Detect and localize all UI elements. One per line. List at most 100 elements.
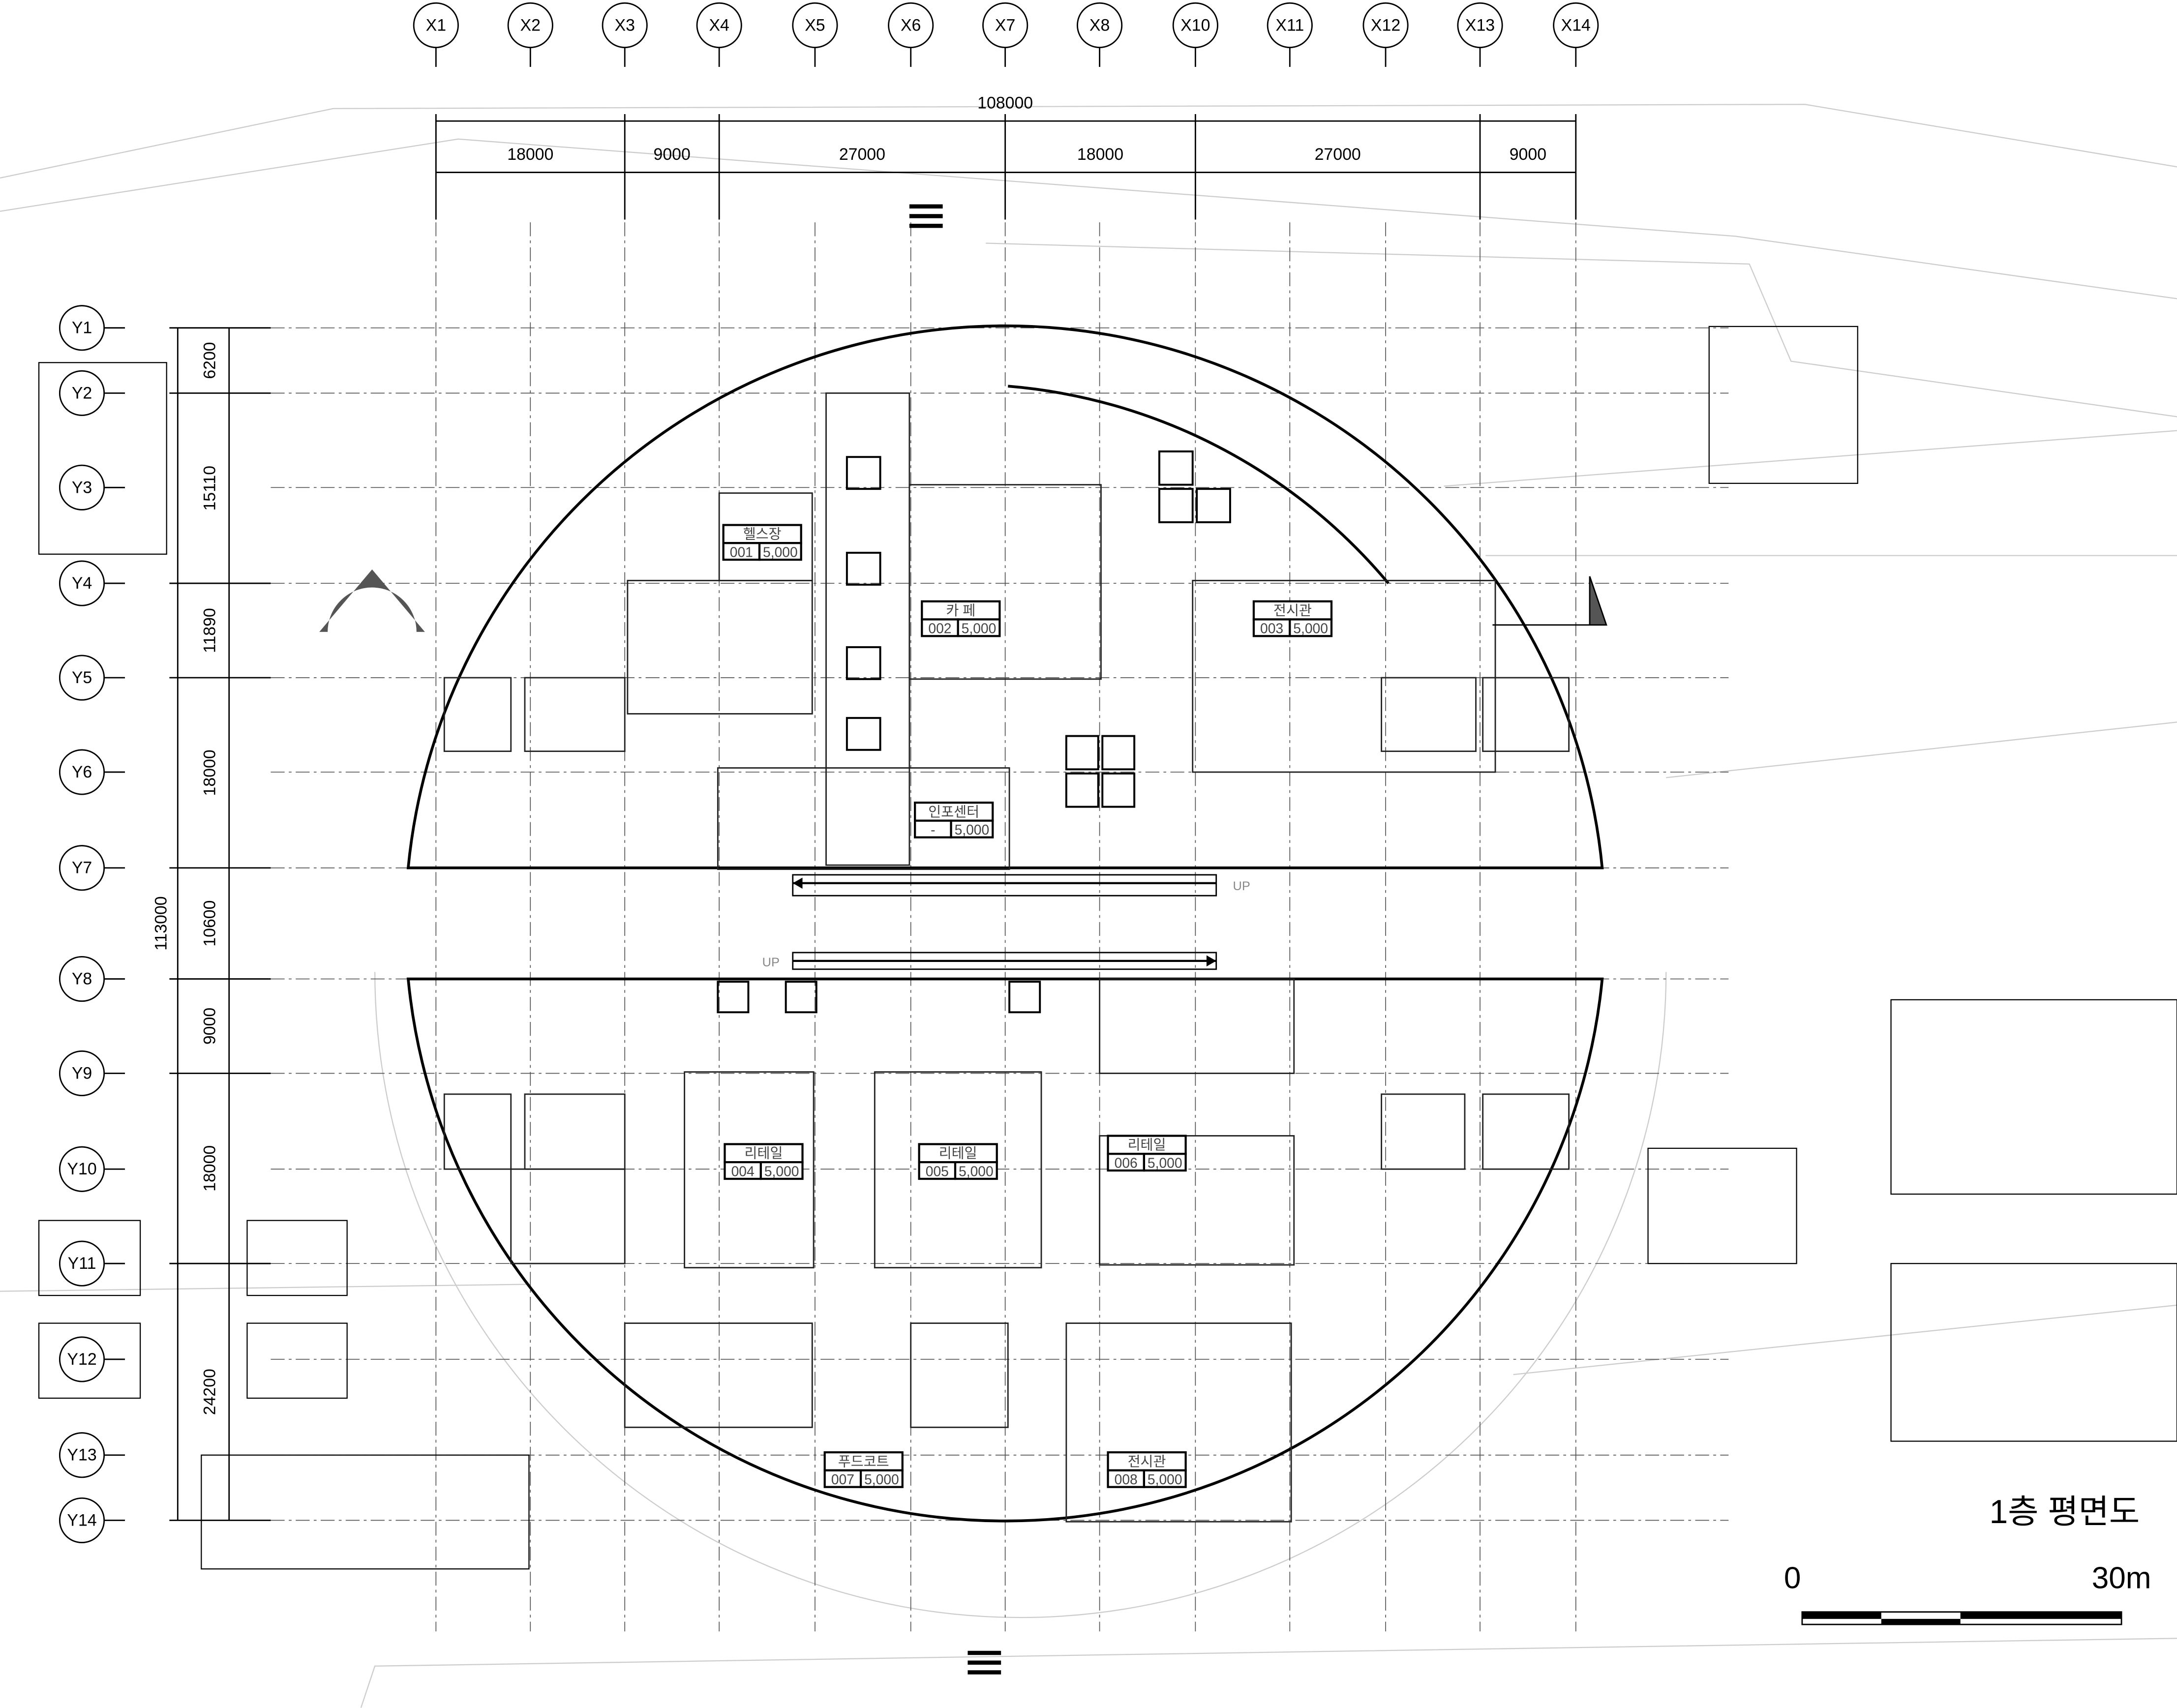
dimension-total-x: 108000 bbox=[977, 94, 1033, 113]
room-number: 006 bbox=[1115, 1155, 1138, 1170]
dimension-total-y: 113000 bbox=[152, 896, 171, 950]
ramp-up-label: UP bbox=[1233, 879, 1250, 893]
grid-label-y: Y3 bbox=[72, 478, 92, 497]
grid-label-y: Y14 bbox=[67, 1511, 96, 1529]
grid-label-y: Y2 bbox=[72, 384, 92, 402]
ramp-south: UP bbox=[762, 952, 1217, 970]
grid-bubble-y bbox=[59, 1336, 105, 1382]
grid-bubble-y bbox=[59, 1050, 105, 1097]
dimension-part-y: 18000 bbox=[201, 1145, 219, 1192]
grid-label-y: Y13 bbox=[67, 1446, 96, 1465]
dimension-part-y: 11890 bbox=[201, 608, 219, 653]
room-number: 002 bbox=[928, 621, 951, 636]
room-label-area-box bbox=[954, 1161, 998, 1180]
room-name: 인포센터 bbox=[928, 804, 979, 819]
room-label-area-box bbox=[957, 618, 1001, 637]
grid-bubble-y bbox=[59, 1497, 105, 1543]
grid-bubble-y bbox=[59, 956, 105, 1002]
grid-bubble-y bbox=[59, 305, 105, 351]
room-name: 전시관 bbox=[1273, 602, 1312, 618]
dimension-part-x: 27000 bbox=[1315, 145, 1361, 164]
room-number: 001 bbox=[730, 544, 753, 560]
grid-bubble-x bbox=[1553, 2, 1599, 48]
section-marker-left bbox=[319, 569, 425, 632]
room-number: 007 bbox=[831, 1471, 854, 1487]
room-area: 5,000 bbox=[1148, 1155, 1182, 1170]
room-area: 5,000 bbox=[764, 1163, 799, 1179]
inner-arc bbox=[1008, 385, 1390, 584]
dimension-part-x: 18000 bbox=[1077, 145, 1123, 164]
room-label-name-box bbox=[1107, 1451, 1187, 1471]
room-area: 5,000 bbox=[962, 621, 997, 636]
room-area: 5,000 bbox=[763, 544, 798, 560]
site-context-lines bbox=[0, 104, 2177, 1708]
grid-label-y: Y10 bbox=[67, 1160, 96, 1178]
grid-label-x: X14 bbox=[1561, 16, 1591, 34]
room-area: 5,000 bbox=[1293, 621, 1328, 636]
grid-bubble-y bbox=[59, 370, 105, 416]
dimension-part-y: 24200 bbox=[201, 1369, 219, 1415]
ramp-north: UP bbox=[792, 874, 1250, 897]
dimension-part-y: 9000 bbox=[201, 1008, 219, 1045]
grid-label-x: X10 bbox=[1180, 16, 1210, 34]
room-label-number-box bbox=[1252, 618, 1291, 637]
room-number: - bbox=[931, 822, 935, 838]
room-number: 005 bbox=[926, 1163, 949, 1179]
room-label: 리테일 005 5,000 bbox=[918, 1143, 998, 1180]
grid-bubble-y bbox=[59, 1146, 105, 1192]
grid-bubble-y bbox=[59, 1240, 105, 1287]
grid-label-x: X11 bbox=[1275, 16, 1304, 34]
grid-label-x: X6 bbox=[901, 16, 921, 34]
grid-label-y: Y5 bbox=[72, 668, 92, 687]
grid-label-x: X8 bbox=[1089, 16, 1110, 34]
grid-bubble-y bbox=[59, 845, 105, 891]
grid-bubble-y bbox=[59, 749, 105, 795]
room-label-number-box bbox=[1107, 1469, 1146, 1488]
grid-label-y: Y6 bbox=[72, 763, 92, 781]
room-area: 5,000 bbox=[1148, 1471, 1182, 1487]
building-outline-north bbox=[406, 324, 1604, 869]
room-outlines bbox=[443, 392, 1570, 1523]
dimension-part-y: 18000 bbox=[201, 749, 219, 796]
dimension-part-y: 10600 bbox=[201, 900, 219, 947]
dimension-part-x: 18000 bbox=[507, 145, 553, 164]
dimension-part-x: 27000 bbox=[839, 145, 885, 164]
grid-label-y: Y9 bbox=[72, 1064, 92, 1082]
scale-start-label: 0 bbox=[1784, 1561, 1801, 1595]
room-label-area-box bbox=[950, 819, 994, 839]
scale-bar bbox=[1801, 1611, 2122, 1625]
dimension-part-y: 15110 bbox=[201, 466, 219, 511]
room-label-number-box bbox=[918, 1161, 957, 1180]
grid-bubble-x bbox=[1457, 2, 1503, 48]
grid-label-y: Y7 bbox=[72, 859, 92, 877]
room-name: 리테일 bbox=[939, 1145, 977, 1161]
room-label-area-box bbox=[1143, 1469, 1187, 1488]
room-label-name-box bbox=[1252, 600, 1333, 621]
room-area: 5,000 bbox=[959, 1163, 994, 1179]
room-area: 5,000 bbox=[864, 1471, 899, 1487]
room-label-area-box bbox=[1289, 618, 1333, 637]
grid-label-y: Y12 bbox=[67, 1350, 96, 1369]
grid-label-y: Y4 bbox=[72, 574, 92, 593]
ramp-up-label: UP bbox=[762, 956, 780, 969]
grid-label-x: X5 bbox=[805, 16, 825, 34]
room-label-area-box bbox=[859, 1469, 904, 1488]
grid-bubble-y bbox=[59, 1432, 105, 1478]
room-name: 카 페 bbox=[946, 602, 975, 618]
grid-label-x: X7 bbox=[995, 16, 1015, 34]
grid-label-x: X2 bbox=[520, 16, 541, 34]
north-arrow-top-icon bbox=[909, 204, 943, 228]
room-name: 리테일 bbox=[745, 1145, 783, 1161]
room-label-number-box bbox=[921, 618, 959, 637]
room-label: 인포센터 - 5,000 bbox=[914, 801, 994, 839]
room-label-name-box bbox=[1107, 1135, 1187, 1155]
grid-bubble-x bbox=[1172, 2, 1218, 48]
grid-bubble-x bbox=[888, 2, 934, 48]
room-area: 5,000 bbox=[955, 822, 990, 838]
